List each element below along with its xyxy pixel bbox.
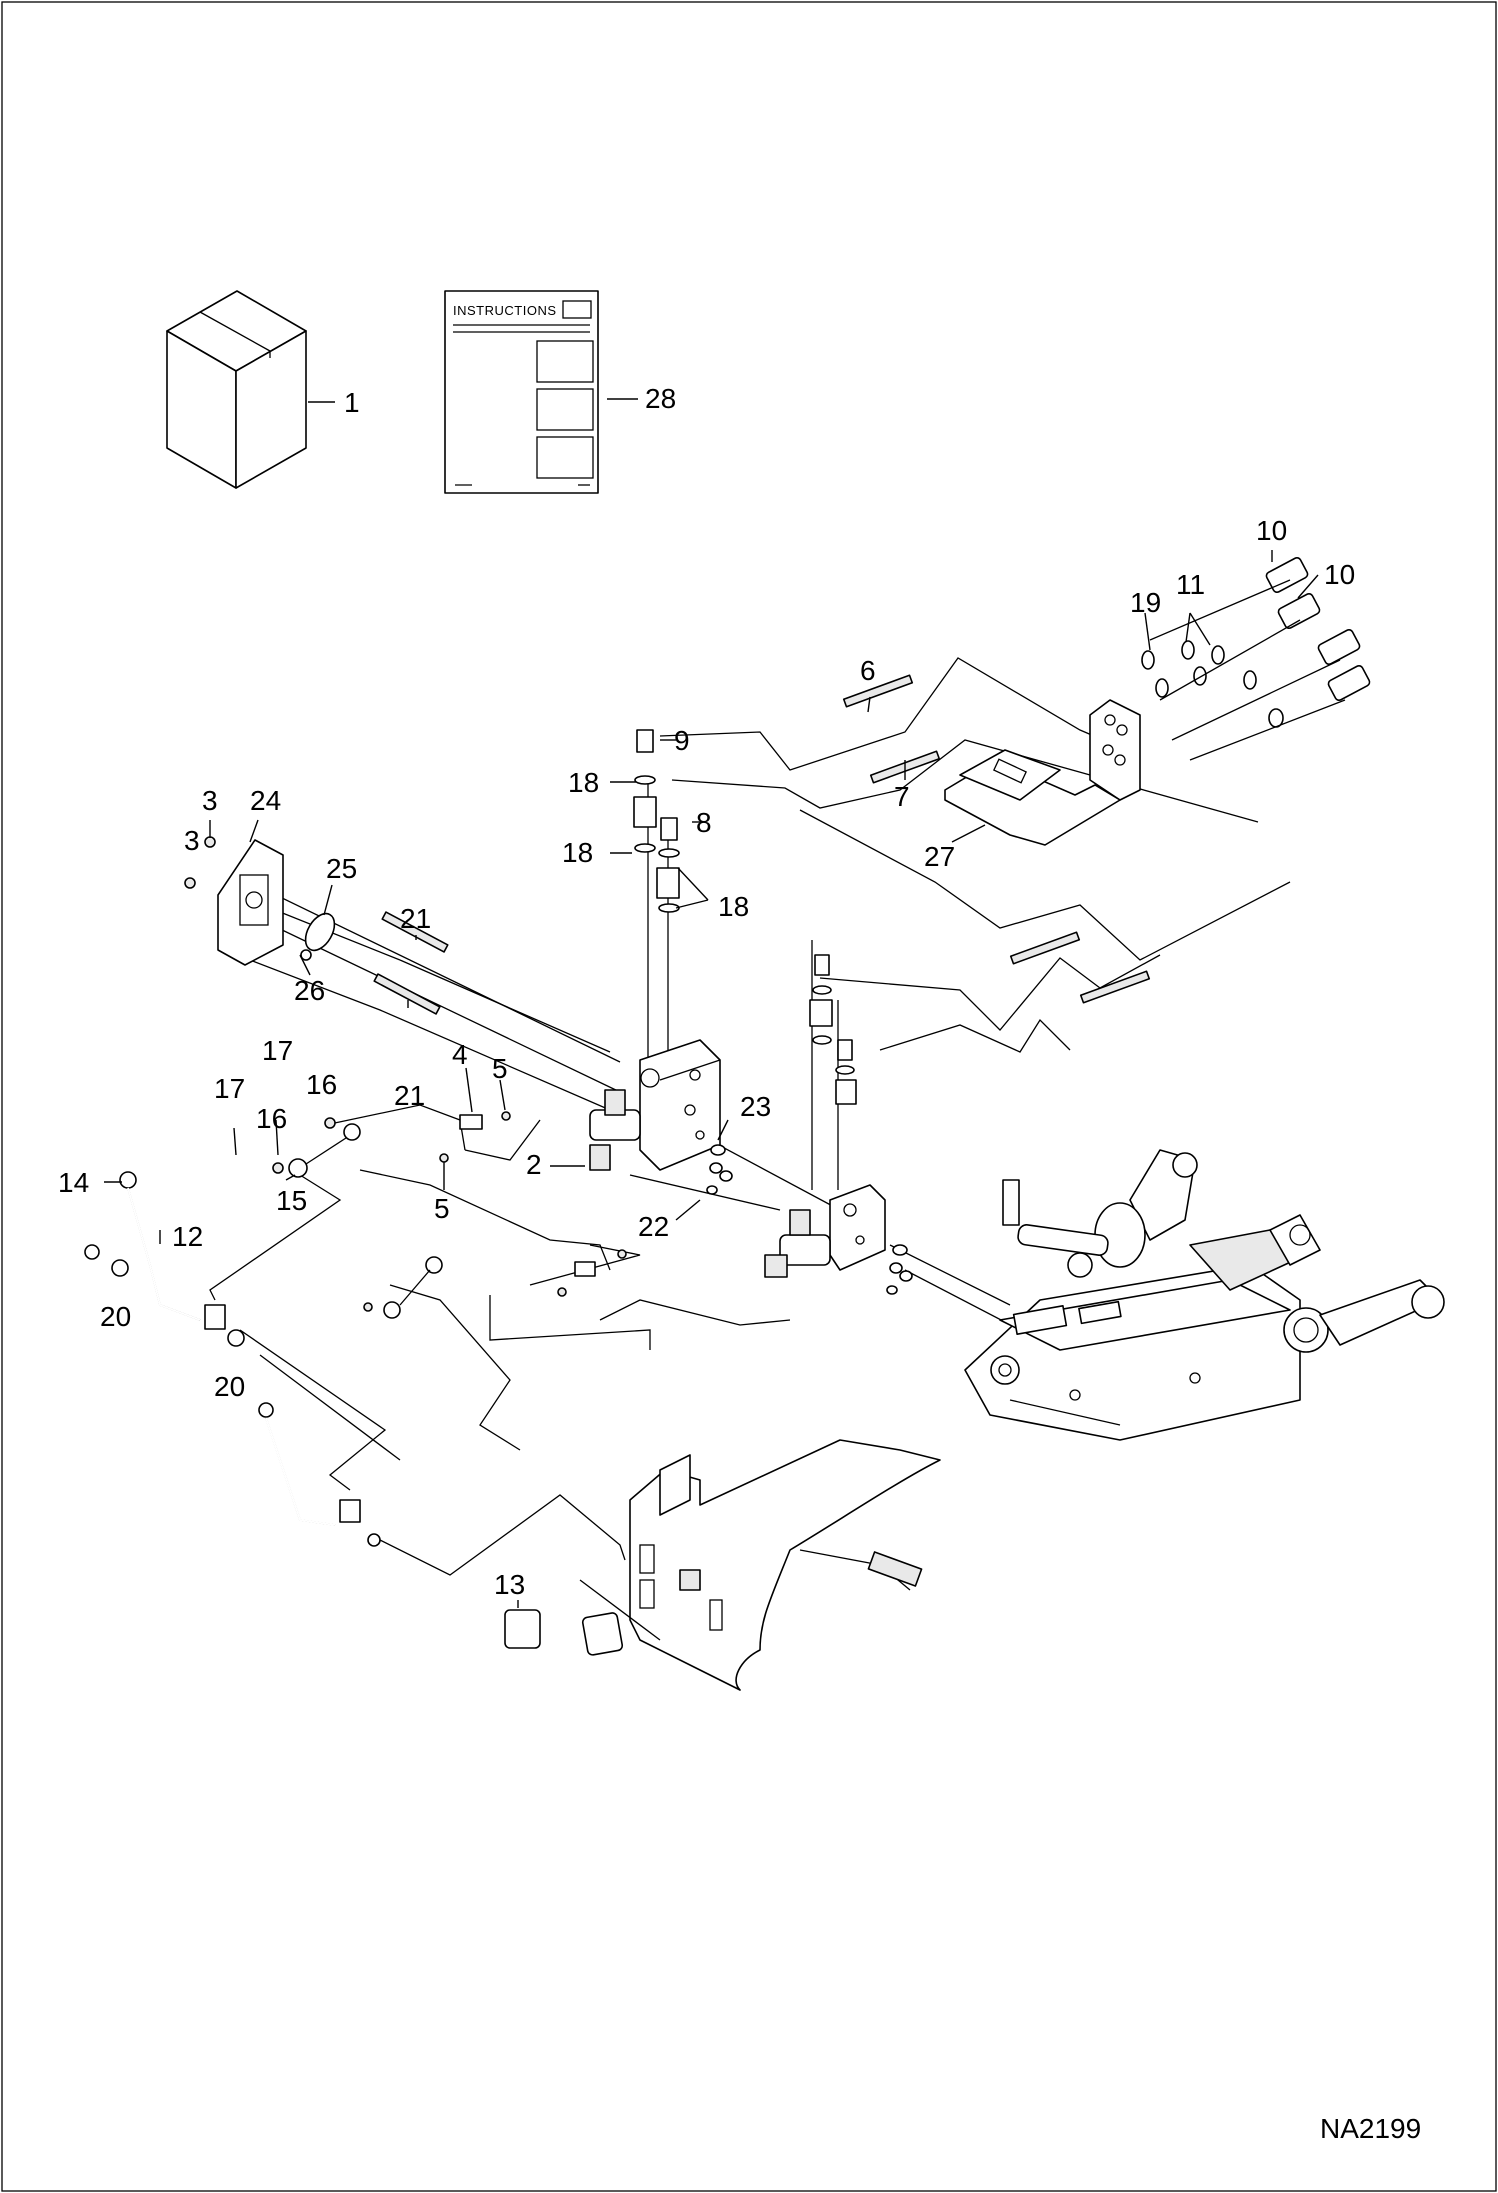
callout-10-upper: 10 [1256,515,1287,546]
callout-16-lower: 16 [256,1103,287,1134]
callout-27: 27 [924,841,955,872]
callout-21-upper: 21 [400,903,431,934]
callout-22: 22 [638,1211,669,1242]
control-valve-left [589,1039,721,1171]
nut-3b [184,877,196,889]
linkage-parts [272,1111,627,1319]
callout-9: 9 [674,725,690,756]
callout-3-lower: 3 [184,825,200,856]
callout-16-upper: 16 [306,1069,337,1100]
callout-5-lower: 5 [434,1193,450,1224]
callout-4: 4 [452,1039,468,1070]
callout-14: 14 [58,1167,89,1198]
leader-lines [104,550,1319,1608]
callout-5-upper: 5 [492,1053,508,1084]
pin [867,1551,923,1587]
lever-knob-14 [119,1171,137,1189]
tube-right-a [1009,931,1081,965]
callout-18-middle: 18 [562,837,593,868]
callout-6: 6 [860,655,876,686]
callout-26: 26 [294,975,325,1006]
callout-17-lower: 17 [214,1073,245,1104]
callout-20-lower: 20 [214,1371,245,1402]
valve-seals [706,1144,913,1295]
tube-21-upper [381,911,449,953]
fittings-stack-right [809,954,857,1105]
tube-6 [842,674,914,708]
callout-24: 24 [250,785,281,816]
hitch-lift-housing [964,1149,1445,1441]
figure-id: NA2199 [1320,2113,1421,2144]
nut-3a [204,836,216,848]
o-ring-25 [304,912,336,952]
kit-box [166,290,335,489]
callout-23: 23 [740,1091,771,1122]
callout-3-upper: 3 [202,785,218,816]
callout-28: 28 [645,383,676,414]
callout-15: 15 [276,1185,307,1216]
callout-7: 7 [894,781,910,812]
callout-11: 11 [1176,569,1205,600]
quick-couplers [1141,556,1371,761]
instruction-sheet: INSTRUCTIONS [444,290,638,494]
callout-21-lower: 21 [394,1080,425,1111]
instruction-sheet-title: INSTRUCTIONS [453,303,557,318]
pad-13a [504,1609,541,1649]
bracket-4 [459,1114,483,1130]
callout-10-right: 10 [1324,559,1355,590]
callout-2: 2 [526,1149,542,1180]
callout-20-left: 20 [100,1301,131,1332]
routing-lines [209,657,1291,1611]
callout-1: 1 [344,387,360,418]
control-valve-right [764,1184,886,1278]
callout-18-right: 18 [718,891,749,922]
callout-18-upper: 18 [568,767,599,798]
flange-block [184,836,336,966]
floor-console [504,1439,941,1691]
bulkhead-bracket [944,699,1141,846]
callout-19: 19 [1130,587,1161,618]
callout-8: 8 [696,807,712,838]
clevis-15 [288,1158,308,1178]
pad-13b [581,1612,624,1656]
callout-17-upper: 17 [262,1035,293,1066]
callouts: 1 28 3 3 24 25 21 26 21 17 16 17 16 15 4… [58,383,1355,1600]
tube-right-b [1079,970,1151,1004]
lever-handles [84,1171,381,1547]
tube-21-lower [373,973,441,1015]
o-ring-26 [300,949,312,961]
callout-13: 13 [494,1569,525,1600]
callout-25: 25 [326,853,357,884]
fittings-stack-left [633,729,680,913]
callout-12: 12 [172,1221,203,1252]
